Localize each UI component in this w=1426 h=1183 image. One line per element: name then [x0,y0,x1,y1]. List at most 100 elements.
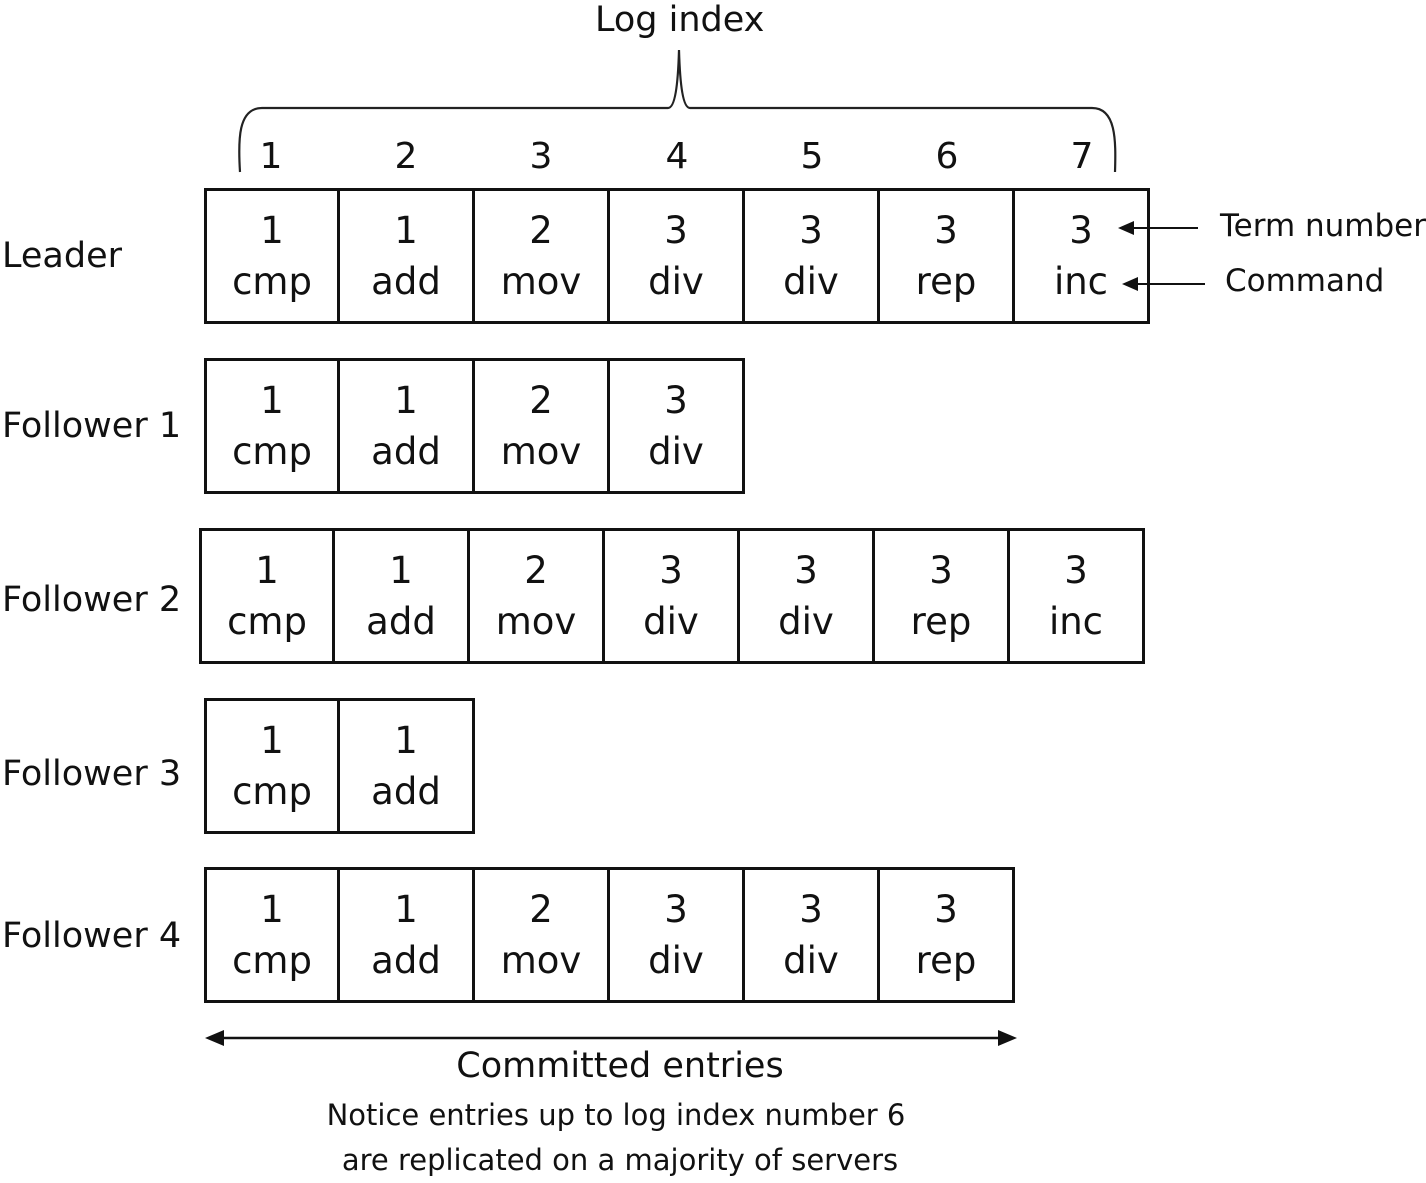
entry-term: 3 [659,549,683,592]
log-entry: 2 mov [475,870,610,1000]
entry-term: 3 [664,888,688,931]
log-entry: 3 div [610,870,745,1000]
entry-term: 1 [260,719,284,762]
server-label-leader: Leader [2,236,123,276]
entry-term: 2 [524,549,548,592]
entry-term: 3 [794,549,818,592]
server-label-follower-3: Follower 3 [2,754,182,794]
entry-term: 3 [664,379,688,422]
log-index-label: 3 [529,136,553,177]
entry-term: 3 [799,888,823,931]
entry-term: 1 [260,888,284,931]
log-follower-1: 1 cmp 1 add 2 mov 3 div [204,358,745,494]
entry-command: div [778,600,834,643]
entry-command: cmp [232,939,312,982]
entry-term: 1 [394,209,418,252]
entry-command: cmp [232,430,312,473]
entry-command: div [648,260,704,303]
entry-term: 1 [260,209,284,252]
entry-command: add [371,260,441,303]
log-entry: 1 add [335,531,470,661]
server-label-follower-2: Follower 2 [2,580,182,620]
entry-command: rep [910,600,972,643]
log-follower-4: 1 cmp 1 add 2 mov 3 div 3 div 3 rep [204,867,1015,1003]
entry-term: 2 [529,209,553,252]
entry-command: cmp [232,770,312,813]
term-number-label: Term number [1220,208,1426,244]
entry-term: 1 [394,719,418,762]
log-entry: 1 cmp [202,531,335,661]
entry-term: 3 [929,549,953,592]
log-index-label: 4 [665,136,689,177]
log-entry: 2 mov [475,361,610,491]
server-label-follower-1: Follower 1 [2,406,182,446]
entry-command: div [648,939,704,982]
log-entry: 3 inc [1015,191,1150,321]
entry-term: 1 [394,888,418,931]
command-label: Command [1225,263,1385,299]
entry-term: 2 [529,888,553,931]
entry-term: 1 [255,549,279,592]
log-entry: 1 add [340,361,475,491]
log-entry: 3 rep [875,531,1010,661]
entry-command: add [371,430,441,473]
diagram-title: Log index [595,0,765,40]
committed-note-line-1: Notice entries up to log index number 6 [326,1098,906,1132]
log-index-label: 7 [1070,136,1094,177]
entry-command: div [783,939,839,982]
entry-term: 3 [799,209,823,252]
entry-command: inc [1048,600,1104,643]
entry-command: cmp [232,260,312,303]
log-entry: 1 add [340,191,475,321]
log-entry: 3 div [610,361,745,491]
server-label-follower-4: Follower 4 [2,916,182,956]
log-entry: 3 rep [880,191,1015,321]
log-entry: 3 div [740,531,875,661]
log-entry: 2 mov [475,191,610,321]
log-entry: 1 add [340,701,475,831]
entry-term: 2 [529,379,553,422]
log-index-label: 5 [800,136,824,177]
entry-command: div [783,260,839,303]
log-entry: 2 mov [470,531,605,661]
entry-command: rep [915,939,977,982]
entry-command: add [371,939,441,982]
log-entry: 1 cmp [207,870,340,1000]
log-index-label: 6 [935,136,959,177]
entry-command: mov [500,430,582,473]
entry-term: 3 [1064,549,1088,592]
entry-term: 3 [934,888,958,931]
log-follower-3: 1 cmp 1 add [204,698,475,834]
log-entry: 1 cmp [207,701,340,831]
entry-command: mov [495,600,577,643]
entry-term: 1 [260,379,284,422]
log-entry: 3 inc [1010,531,1145,661]
log-entry: 1 cmp [207,191,340,321]
entry-term: 1 [394,379,418,422]
log-index-label: 1 [259,136,283,177]
entry-term: 3 [934,209,958,252]
entry-command: mov [500,939,582,982]
entry-command: add [366,600,436,643]
entry-term: 1 [389,549,413,592]
log-entry: 1 cmp [207,361,340,491]
log-follower-2: 1 cmp 1 add 2 mov 3 div 3 div 3 rep 3 inc [199,528,1145,664]
log-entry: 3 rep [880,870,1015,1000]
entry-command: inc [1053,260,1109,303]
entry-command: rep [915,260,977,303]
entry-command: cmp [227,600,307,643]
entry-command: div [643,600,699,643]
entry-command: add [371,770,441,813]
entry-command: mov [500,260,582,303]
entry-command: div [648,430,704,473]
committed-note-line-2: are replicated on a majority of servers [341,1143,899,1177]
log-index-label: 2 [394,136,418,177]
log-entry: 3 div [745,191,880,321]
entry-term: 3 [1069,209,1093,252]
committed-entries-label: Committed entries [456,1046,784,1086]
log-entry: 3 div [745,870,880,1000]
log-entry: 3 div [605,531,740,661]
